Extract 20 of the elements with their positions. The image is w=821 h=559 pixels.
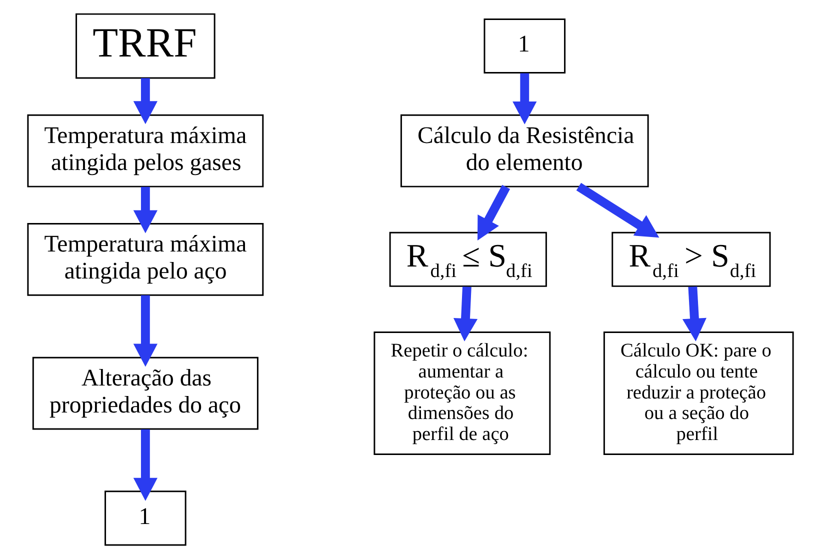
arrow bbox=[682, 286, 706, 342]
arrow bbox=[133, 78, 158, 124]
node-box: R$_{d,fi}$ ≤ S$_{d,fi}$ bbox=[389, 232, 547, 287]
node-box: Temperatura máxima atingida pelos gases bbox=[27, 114, 264, 188]
node-box: Repetir o cálculo: aumentar a proteção ou as dimensões do perfil de aço bbox=[374, 332, 551, 455]
node-box: Alteração das propriedades do aço bbox=[32, 356, 258, 430]
arrow bbox=[133, 295, 158, 367]
arrow bbox=[512, 73, 537, 124]
node-box: R$_{d,fi}$ > S$_{d,fi}$ bbox=[612, 232, 771, 287]
arrow bbox=[133, 186, 158, 234]
node-box: 1 bbox=[484, 18, 566, 74]
arrow bbox=[453, 286, 478, 342]
arrow bbox=[576, 182, 660, 238]
node-box: Temperatura máxima atingida pelo aço bbox=[27, 223, 264, 296]
node-box: TRRF bbox=[76, 13, 216, 79]
arrow bbox=[133, 429, 158, 501]
node-box: 1 bbox=[104, 490, 186, 546]
node-box: Cálculo OK: pare o cálculo ou tente reduzir a proteção ou a seção do perfil bbox=[603, 332, 794, 455]
arrow bbox=[478, 184, 510, 240]
node-box: Cálculo da Resistência do elemento bbox=[400, 114, 649, 188]
